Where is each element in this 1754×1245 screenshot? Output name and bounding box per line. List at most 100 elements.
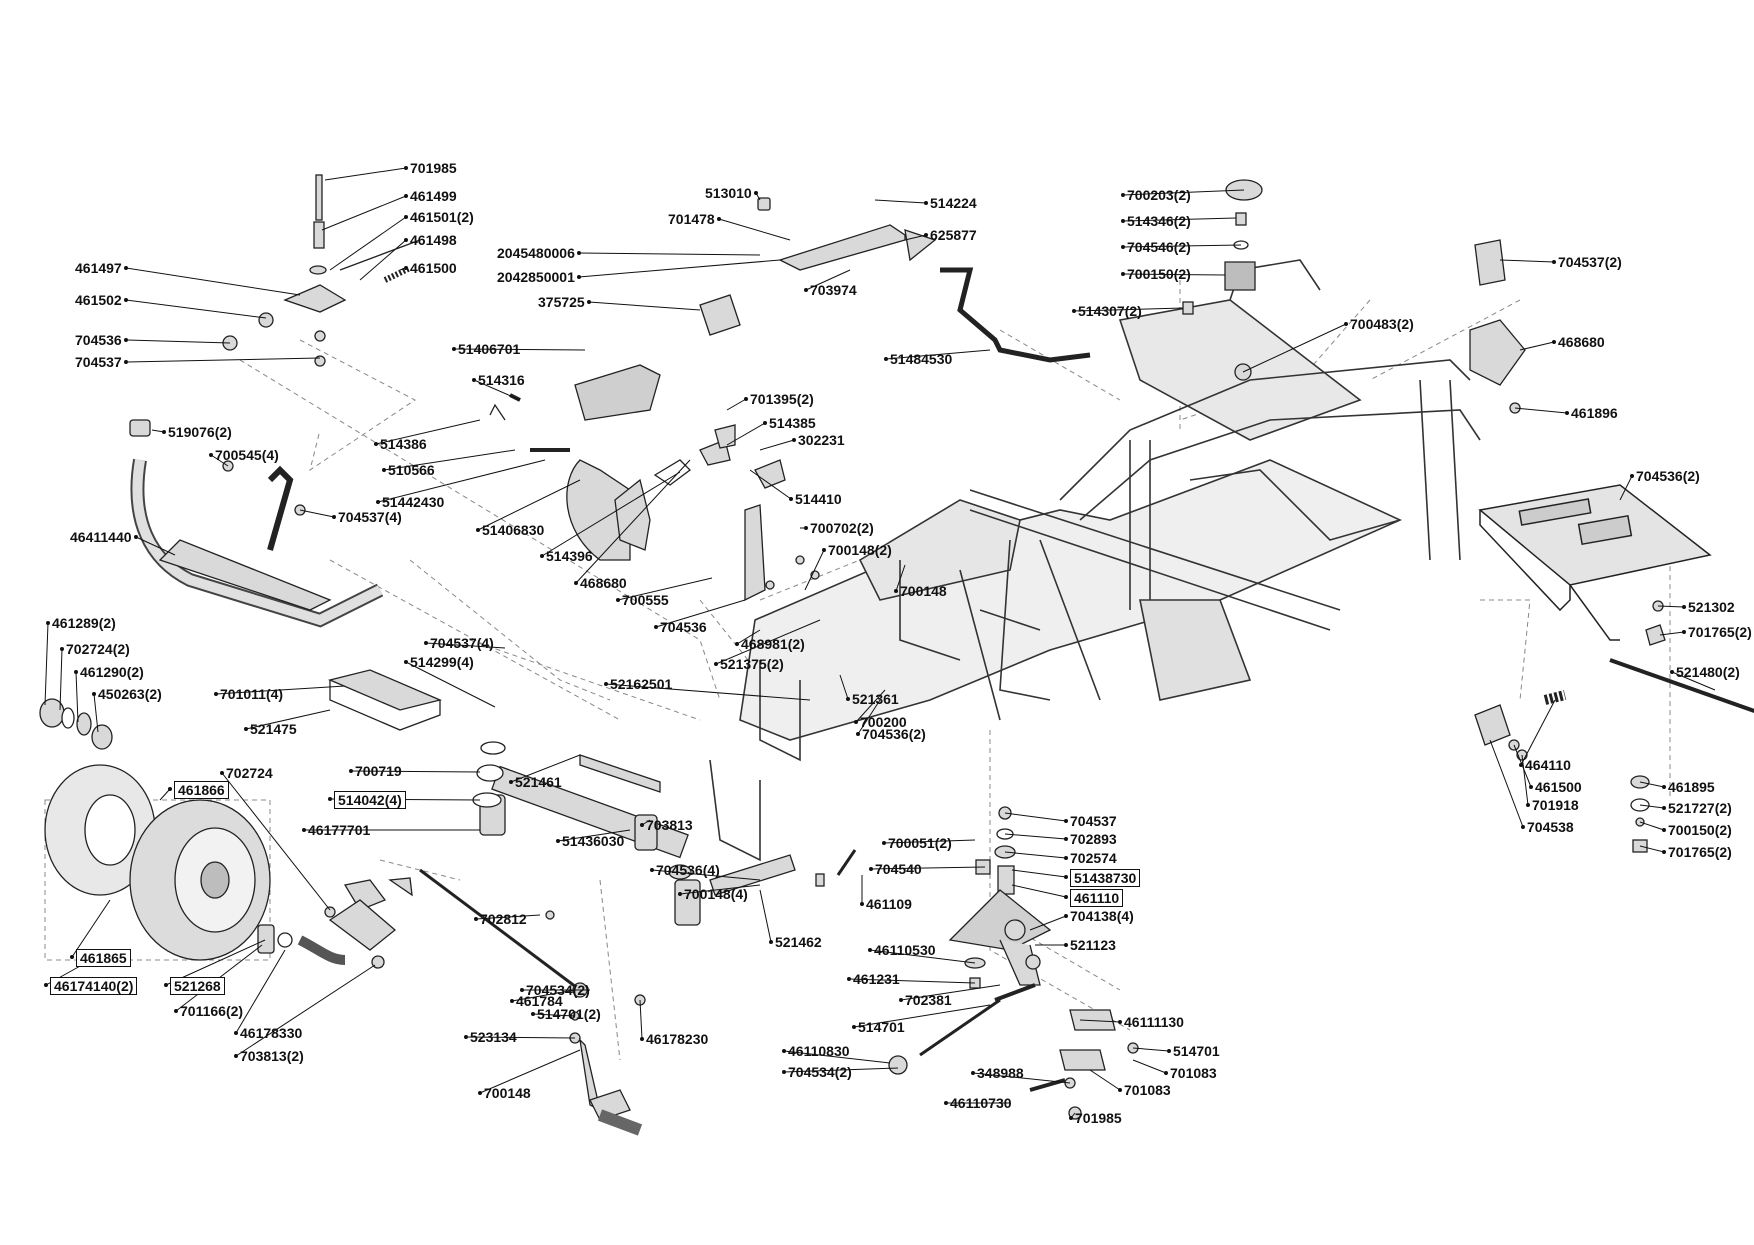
part-callout: 514396 <box>546 548 593 564</box>
part-callout: 514042(4) <box>334 791 406 809</box>
part-callout: 704540 <box>875 861 922 877</box>
leader-dot <box>1167 1049 1171 1053</box>
leader-line <box>405 661 496 708</box>
leader-dot <box>1526 803 1530 807</box>
part-callout: 702812 <box>480 911 527 927</box>
leader-line <box>718 218 791 241</box>
part-callout: 701765(2) <box>1668 844 1732 860</box>
part-callout: 521375(2) <box>720 656 784 672</box>
leader-dot <box>868 948 872 952</box>
part-callout: 703813(2) <box>240 1048 304 1064</box>
leader-dot <box>822 548 826 552</box>
parts-artwork <box>39 174 1754 1136</box>
leader-line <box>151 429 165 433</box>
leader-line <box>215 685 346 695</box>
part-callout: 700702(2) <box>810 520 874 536</box>
part-callout: 702724(2) <box>66 641 130 657</box>
leader-dot <box>1118 1020 1122 1024</box>
part-callout: 51442430 <box>382 494 445 510</box>
leader-dot <box>134 535 138 539</box>
leader-dot <box>168 787 172 791</box>
part-callout: 514410 <box>795 491 842 507</box>
leader-line <box>299 509 335 518</box>
leader-line <box>605 683 811 701</box>
leader-line <box>1029 915 1067 931</box>
leader-line <box>1011 869 1067 878</box>
part-callout: 704546(2) <box>1127 239 1191 255</box>
part-callout: 46178230 <box>646 1031 709 1047</box>
leader-line <box>235 949 286 1034</box>
leader-line <box>759 889 772 943</box>
leader-line <box>749 469 792 500</box>
part-callout: 701395(2) <box>750 391 814 407</box>
leader-dot <box>74 670 78 674</box>
leader-dot <box>244 727 248 731</box>
leader-line <box>44 622 49 706</box>
leader-line <box>1671 671 1716 691</box>
leader-dot <box>540 554 544 558</box>
leader-dot <box>852 1025 856 1029</box>
leader-dot <box>587 300 591 304</box>
part-callout: 700545(4) <box>215 447 279 463</box>
leader-line <box>477 479 581 531</box>
leader-dot <box>510 999 514 1003</box>
leader-dot <box>1064 875 1068 879</box>
leader-dot <box>640 823 644 827</box>
part-callout: 468680 <box>580 575 627 591</box>
part-callout: 704537(2) <box>1558 254 1622 270</box>
part-callout: 700150(2) <box>1127 266 1191 282</box>
leader-line <box>1639 821 1665 831</box>
leader-line <box>377 459 546 503</box>
leader-dot <box>1121 193 1125 197</box>
leader-dot <box>162 430 166 434</box>
leader-line <box>1659 631 1685 636</box>
leader-dot <box>220 771 224 775</box>
leader-line <box>475 914 541 920</box>
part-callout: 461289(2) <box>52 615 116 631</box>
leader-line <box>1122 244 1242 248</box>
leader-dot <box>792 438 796 442</box>
part-callout: 52162501 <box>610 676 673 692</box>
leader-line <box>855 689 886 723</box>
leader-line <box>783 1067 899 1073</box>
part-callout: 348988 <box>977 1065 1024 1081</box>
part-callout: 51436030 <box>562 833 625 849</box>
leader-dot <box>1118 1088 1122 1092</box>
leader-line <box>853 1004 991 1028</box>
leader-line <box>1513 744 1532 788</box>
part-callout: 704537 <box>1070 813 1117 829</box>
leader-dot <box>769 940 773 944</box>
leader-line <box>1089 1069 1121 1091</box>
leader-line <box>125 339 231 344</box>
leader-line <box>510 754 581 783</box>
leader-dot <box>382 468 386 472</box>
leader-dot <box>404 266 408 270</box>
leader-line <box>541 471 681 557</box>
leader-dot <box>464 1035 468 1039</box>
leader-line <box>221 772 331 911</box>
leader-dot <box>124 266 128 270</box>
leader-line <box>848 978 976 984</box>
part-callout: 704536(4) <box>656 862 720 878</box>
leader-dot <box>1682 630 1686 634</box>
part-callout: 521727(2) <box>1668 800 1732 816</box>
leader-dot <box>944 1101 948 1105</box>
leader-line <box>874 199 927 204</box>
leader-line <box>1122 217 1237 222</box>
part-callout: 701765(2) <box>1688 624 1752 640</box>
part-callout: 461895 <box>1668 779 1715 795</box>
leader-line <box>578 259 781 278</box>
leader-dot <box>1064 914 1068 918</box>
leader-dot <box>804 526 808 530</box>
leader-dot <box>1662 785 1666 789</box>
leader-dot <box>847 977 851 981</box>
leader-line <box>511 989 576 1002</box>
part-callout: 514316 <box>478 372 525 388</box>
leader-line <box>1639 845 1665 853</box>
part-callout: 51484530 <box>890 351 953 367</box>
leader-dot <box>472 378 476 382</box>
leader-dot <box>884 357 888 361</box>
leader-line <box>125 299 267 319</box>
leader-line <box>1079 1019 1121 1023</box>
part-callout: 700719 <box>355 763 402 779</box>
